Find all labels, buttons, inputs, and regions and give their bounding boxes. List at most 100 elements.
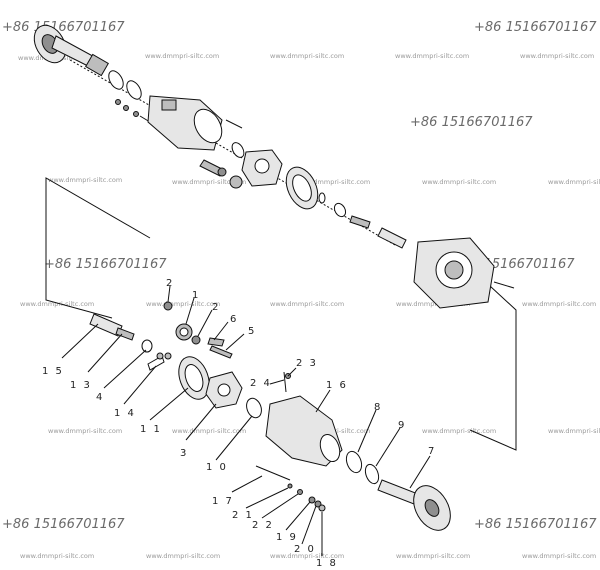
nut-22 xyxy=(297,489,303,495)
part-label-4: 4 xyxy=(96,392,104,403)
watermark-url: www.dmmpri-siltc.com xyxy=(395,52,469,60)
part-label-14: 1 4 xyxy=(114,408,136,419)
leader-16 xyxy=(315,389,331,413)
rod-17 xyxy=(255,465,291,481)
main-carrier-hub xyxy=(444,260,464,280)
watermark-url: www.dmmpri-siltc.com xyxy=(296,178,370,186)
bracket-line-right xyxy=(469,285,517,451)
url-watermarks: www.dmmpri-siltc.com www.dmmpri-siltc.co… xyxy=(18,52,600,560)
leader-14 xyxy=(123,365,157,405)
small-bolt xyxy=(133,111,139,117)
washer-small xyxy=(318,192,326,204)
watermark-url: www.dmmpri-siltc.com xyxy=(172,178,246,186)
watermark-url: www.dmmpri-siltc.com xyxy=(422,427,496,435)
part-label-2b: 2 xyxy=(212,302,220,313)
axle-housing-16-bore xyxy=(319,433,341,463)
washer-top xyxy=(231,142,245,158)
leader-22 xyxy=(261,493,299,519)
watermark-phone: +86 15166701167 xyxy=(410,115,533,130)
leader-23 xyxy=(287,367,297,377)
watermark-url: www.dmmpri-siltc.com xyxy=(146,552,220,560)
washer-medium xyxy=(333,202,347,218)
part-label-22: 2 2 xyxy=(252,520,274,531)
ring-9 xyxy=(364,463,380,485)
watermark-url: www.dmmpri-siltc.com xyxy=(20,552,94,560)
leader-13 xyxy=(87,333,123,373)
nut-2b xyxy=(191,335,201,345)
pin-6 xyxy=(207,337,225,347)
leader-5 xyxy=(225,333,245,351)
differential-case-3-bore xyxy=(217,383,231,397)
watermark-phone: +86 15166701167 xyxy=(44,257,167,272)
leader-10 xyxy=(215,415,253,461)
nut-2a xyxy=(163,301,173,311)
watermark-url: www.dmmpri-siltc.com xyxy=(270,300,344,308)
ring-gear-bore-top xyxy=(292,174,312,202)
part-label-1: 1 xyxy=(192,290,200,301)
leader-lines xyxy=(61,285,431,556)
bracket-line-left xyxy=(45,177,151,319)
output-shaft-7 xyxy=(377,479,419,505)
leader-21 xyxy=(245,487,289,509)
leader-8 xyxy=(357,409,377,453)
part-label-6: 6 xyxy=(230,314,238,325)
nut-18 xyxy=(318,504,326,512)
leader-9 xyxy=(375,427,401,467)
part-label-9: 9 xyxy=(398,420,406,431)
watermark-phone: +86 15166701167 xyxy=(2,20,125,35)
washer-4 xyxy=(141,339,153,353)
part-label-21: 2 1 xyxy=(232,510,254,521)
part-label-16: 1 6 xyxy=(326,380,348,391)
watermark-url: www.dmmpri-siltc.com xyxy=(548,178,600,186)
leader-15 xyxy=(61,323,99,359)
watermark-url: www.dmmpri-siltc.com xyxy=(422,178,496,186)
housing-bore-top xyxy=(193,108,223,144)
watermark-url: www.dmmpri-siltc.com xyxy=(146,300,220,308)
flange-7-hub xyxy=(424,499,440,517)
bearing-1-bore xyxy=(179,327,189,337)
part-label-5: 5 xyxy=(248,326,256,337)
watermark-url: www.dmmpri-siltc.com xyxy=(522,300,596,308)
part-label-2a: 2 xyxy=(166,278,174,289)
watermark-url: www.dmmpri-siltc.com xyxy=(396,300,470,308)
upper-assembly xyxy=(33,24,515,309)
part-label-23: 2 3 xyxy=(296,358,318,369)
lower-assembly xyxy=(89,301,451,531)
small-bolt xyxy=(115,99,121,105)
leader-20 xyxy=(301,505,317,545)
leader-24 xyxy=(269,379,285,385)
pin-14 xyxy=(156,352,164,360)
watermark-url: www.dmmpri-siltc.com xyxy=(270,552,344,560)
shaft-spline-top xyxy=(85,53,109,77)
bolt-13 xyxy=(115,327,135,341)
nut-top xyxy=(217,167,227,177)
watermark-url: www.dmmpri-siltc.com xyxy=(520,52,594,60)
part-label-11: 1 1 xyxy=(140,424,162,435)
leader-19 xyxy=(285,501,311,531)
watermark-url: www.dmmpri-siltc.com xyxy=(145,52,219,60)
leader-1 xyxy=(185,297,195,325)
ring-gear-11-bore xyxy=(184,364,204,392)
leader-6 xyxy=(213,321,229,341)
watermark-phone: +86 15166701167 xyxy=(474,20,597,35)
watermark-url: www.dmmpri-siltc.com xyxy=(548,427,600,435)
leader-17 xyxy=(231,475,263,493)
seal-ring-top xyxy=(108,70,124,90)
nut-19 xyxy=(308,496,316,504)
part-label-15: 1 5 xyxy=(42,366,64,377)
pin-14b xyxy=(164,352,172,360)
leader-2a xyxy=(167,285,171,303)
watermark-url: www.dmmpri-siltc.com xyxy=(48,427,122,435)
part-label-10: 1 0 xyxy=(206,462,228,473)
part-label-24: 2 4 xyxy=(250,378,272,389)
watermark-url: www.dmmpri-siltc.com xyxy=(522,552,596,560)
housing-rib xyxy=(161,99,177,111)
side-gear-top xyxy=(229,175,243,189)
carrier-stud xyxy=(493,281,515,289)
pin-5 xyxy=(209,345,233,359)
leader-7 xyxy=(409,455,431,489)
nut-20 xyxy=(314,500,322,508)
watermark-url: www.dmmpri-siltc.com xyxy=(396,552,470,560)
